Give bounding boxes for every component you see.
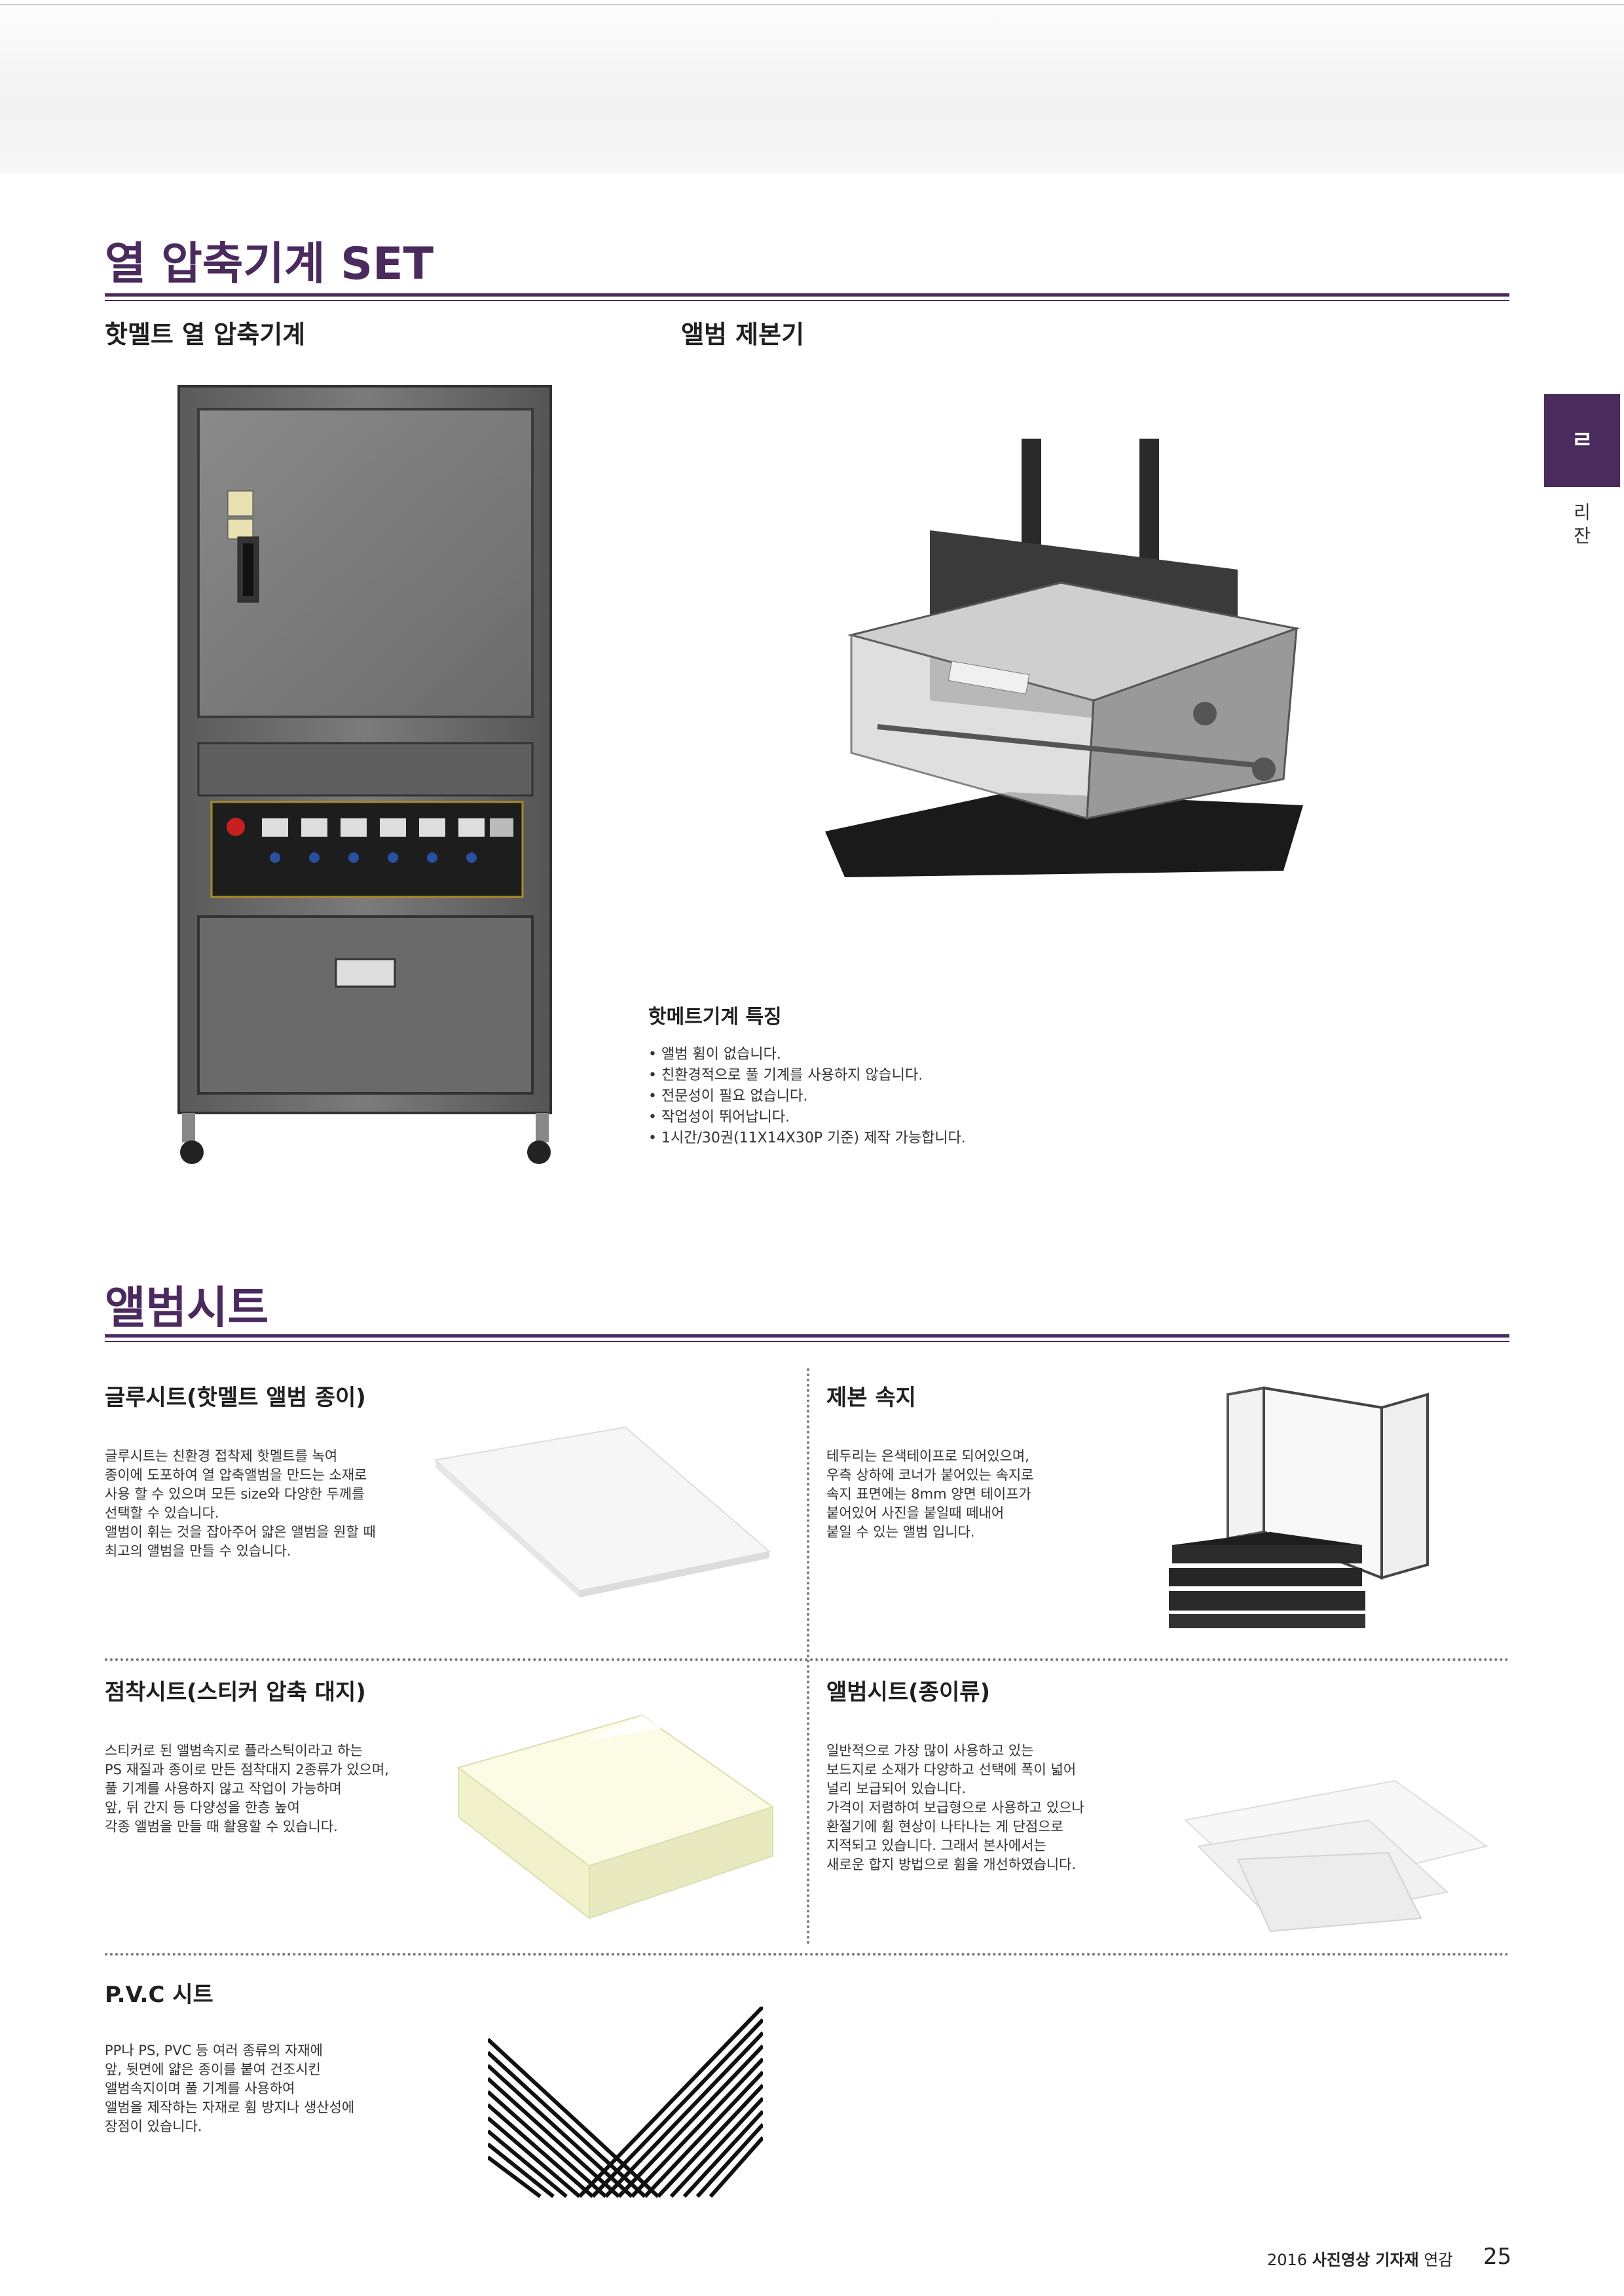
item-title-adhesive-sheet: 점착시트(스티커 압축 대지) bbox=[105, 1679, 366, 1705]
section-title-heat-press: 열 압축기계 SET bbox=[105, 238, 434, 290]
subtitle-hotmelt-press: 핫멜트 열 압축기계 bbox=[105, 320, 306, 349]
feature-item: 앨범 휨이 없습니다. bbox=[648, 1044, 1107, 1065]
album-binder-image bbox=[825, 439, 1303, 877]
features-list: 앨범 휨이 없습니다. 친환경적으로 풀 기계를 사용하지 않습니다. 전문성이… bbox=[648, 1044, 1107, 1149]
binding-pages-image bbox=[1169, 1386, 1429, 1628]
section-rule-thin bbox=[105, 300, 1509, 301]
header-rule bbox=[0, 4, 1624, 5]
feature-item: 친환경적으로 풀 기계를 사용하지 않습니다. bbox=[648, 1065, 1107, 1086]
side-tab[interactable]: ㄹ bbox=[1544, 394, 1620, 487]
item-title-pvc-sheet: P.V.C 시트 bbox=[105, 1982, 213, 2008]
item-text-binding-pages: 테두리는 은색테이프로 되어있으며, 우측 상하에 코너가 붙어있는 속지로 속… bbox=[826, 1448, 1034, 1540]
section-rule bbox=[105, 293, 1509, 297]
footer-title: 사진영상 기자재 bbox=[1312, 2251, 1419, 2269]
item-text-adhesive-sheet: 스티커로 된 앨범속지로 플라스틱이라고 하는 PS 재질과 종이로 만든 점착… bbox=[105, 1743, 389, 1834]
section-rule-thin bbox=[105, 1341, 1509, 1342]
item-text-pvc-sheet: PP나 PS, PVC 등 여러 종류의 자재에 앞, 뒷면에 얇은 종이를 붙… bbox=[105, 2043, 355, 2134]
side-tab-label: 리 잔 bbox=[1574, 501, 1591, 547]
pvc-sheet-image bbox=[488, 2007, 763, 2198]
side-tab-letter: ㄹ bbox=[1571, 427, 1593, 454]
glue-sheet-image bbox=[434, 1426, 771, 1597]
adhesive-sheet-image bbox=[456, 1714, 775, 1920]
footer-year: 2016 bbox=[1267, 2251, 1308, 2269]
item-title-binding-pages: 제본 속지 bbox=[826, 1385, 916, 1411]
feature-item: 작업성이 뛰어납니다. bbox=[648, 1107, 1107, 1128]
hotmelt-press-machine-image bbox=[177, 385, 552, 1164]
item-text-glue-sheet: 글루시트는 친환경 접착제 핫멜트를 녹여 종이에 도포하여 열 압축앨범을 만… bbox=[105, 1448, 376, 1559]
row-divider bbox=[105, 1658, 1509, 1661]
features-title: 핫메트기계 특징 bbox=[648, 1006, 782, 1029]
item-text-paper-sheet: 일반적으로 가장 많이 사용하고 있는 보드지로 소재가 다양하고 선택에 폭이… bbox=[826, 1743, 1084, 1872]
footer-publication: 2016 사진영상 기자재 연감 bbox=[1267, 2247, 1452, 2270]
item-title-paper-sheet: 앨범시트(종이류) bbox=[826, 1679, 991, 1705]
column-divider bbox=[807, 1368, 809, 1944]
section-title-album-sheet: 앨범시트 bbox=[105, 1283, 269, 1334]
page-number: 25 bbox=[1483, 2244, 1512, 2270]
paper-sheet-image bbox=[1183, 1779, 1488, 1933]
feature-item: 1시간/30권(11X14X30P 기준) 제작 가능합니다. bbox=[648, 1128, 1107, 1149]
subtitle-album-binder: 앨범 제본기 bbox=[681, 320, 805, 349]
feature-item: 전문성이 필요 없습니다. bbox=[648, 1086, 1107, 1107]
section-rule bbox=[105, 1334, 1509, 1338]
row-divider bbox=[105, 1953, 1509, 1956]
footer-suffix: 연감 bbox=[1424, 2251, 1453, 2269]
header-band bbox=[0, 0, 1624, 173]
item-title-glue-sheet: 글루시트(핫멜트 앨범 종이) bbox=[105, 1385, 366, 1411]
